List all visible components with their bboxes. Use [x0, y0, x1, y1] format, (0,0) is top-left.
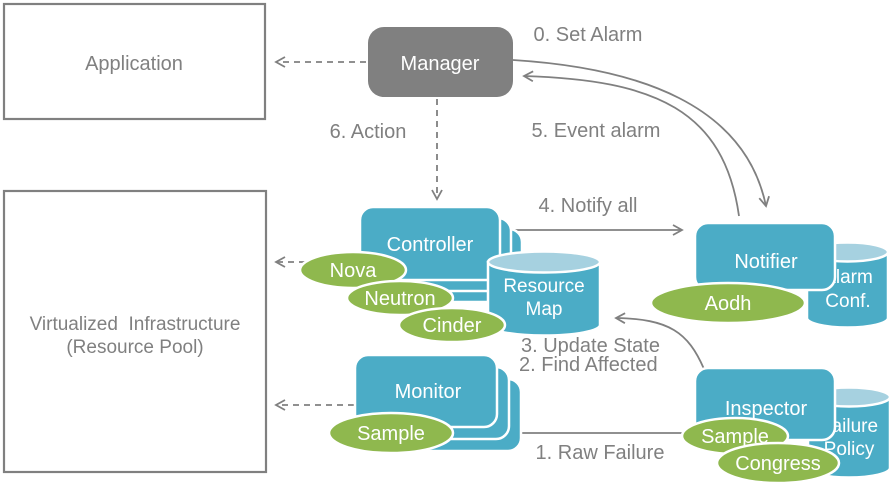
label-update-state: 3. Update State	[521, 335, 660, 357]
congress-ellipse	[715, 441, 841, 485]
label-set-alarm: 0. Set Alarm	[534, 24, 643, 46]
application-box	[2, 2, 267, 121]
controller-label: Controller	[387, 234, 474, 256]
arc-set-alarm	[512, 59, 770, 208]
aodh-ellipse	[649, 281, 807, 325]
nova-label: Nova	[330, 260, 378, 282]
virtualized-infrastructure-label-line1: Virtualized Infrastructure	[30, 314, 241, 335]
inspector-label: Inspector	[725, 398, 808, 420]
notifier-label: Notifier	[734, 251, 798, 273]
resource-map-label-line1: Resource	[503, 276, 584, 297]
nova-ellipse	[298, 250, 408, 290]
failure-policy-label-line2: Policy	[824, 439, 875, 460]
virtualized-infrastructure-box	[2, 189, 268, 474]
label-event-alarm: 5. Event alarm	[532, 120, 661, 142]
manager-label: Manager	[401, 53, 480, 75]
aodh-label: Aodh	[705, 293, 752, 315]
resource-map-cylinder-top	[486, 250, 602, 274]
label-raw-failure: 1. Raw Failure	[536, 442, 665, 464]
virtualized-infrastructure-label-line2: (Resource Pool)	[66, 337, 203, 358]
congress-label: Congress	[735, 453, 821, 475]
neutron-ellipse	[345, 279, 455, 317]
cinder-ellipse	[397, 306, 507, 344]
arc-event-alarm	[522, 70, 740, 217]
monitor-sample-label: Sample	[357, 423, 425, 445]
alarm-conf-label-line2: Conf.	[825, 291, 870, 312]
cinder-label: Cinder	[423, 315, 482, 337]
monitor-sample-ellipse	[327, 411, 455, 455]
inspector-sample-label: Sample	[701, 426, 769, 448]
neutron-label: Neutron	[364, 288, 435, 310]
application-label: Application	[85, 53, 183, 75]
resource-map-label-line2: Map	[526, 299, 563, 320]
monitor-label: Monitor	[395, 381, 462, 403]
manager-box	[368, 27, 513, 97]
label-find-affected: 2. Find Affected	[519, 354, 658, 376]
monitor-box-stack: Monitor	[353, 353, 523, 453]
label-notify-all: 4. Notify all	[539, 195, 638, 217]
arc-update-state	[614, 312, 705, 370]
label-action: 6. Action	[330, 121, 407, 143]
